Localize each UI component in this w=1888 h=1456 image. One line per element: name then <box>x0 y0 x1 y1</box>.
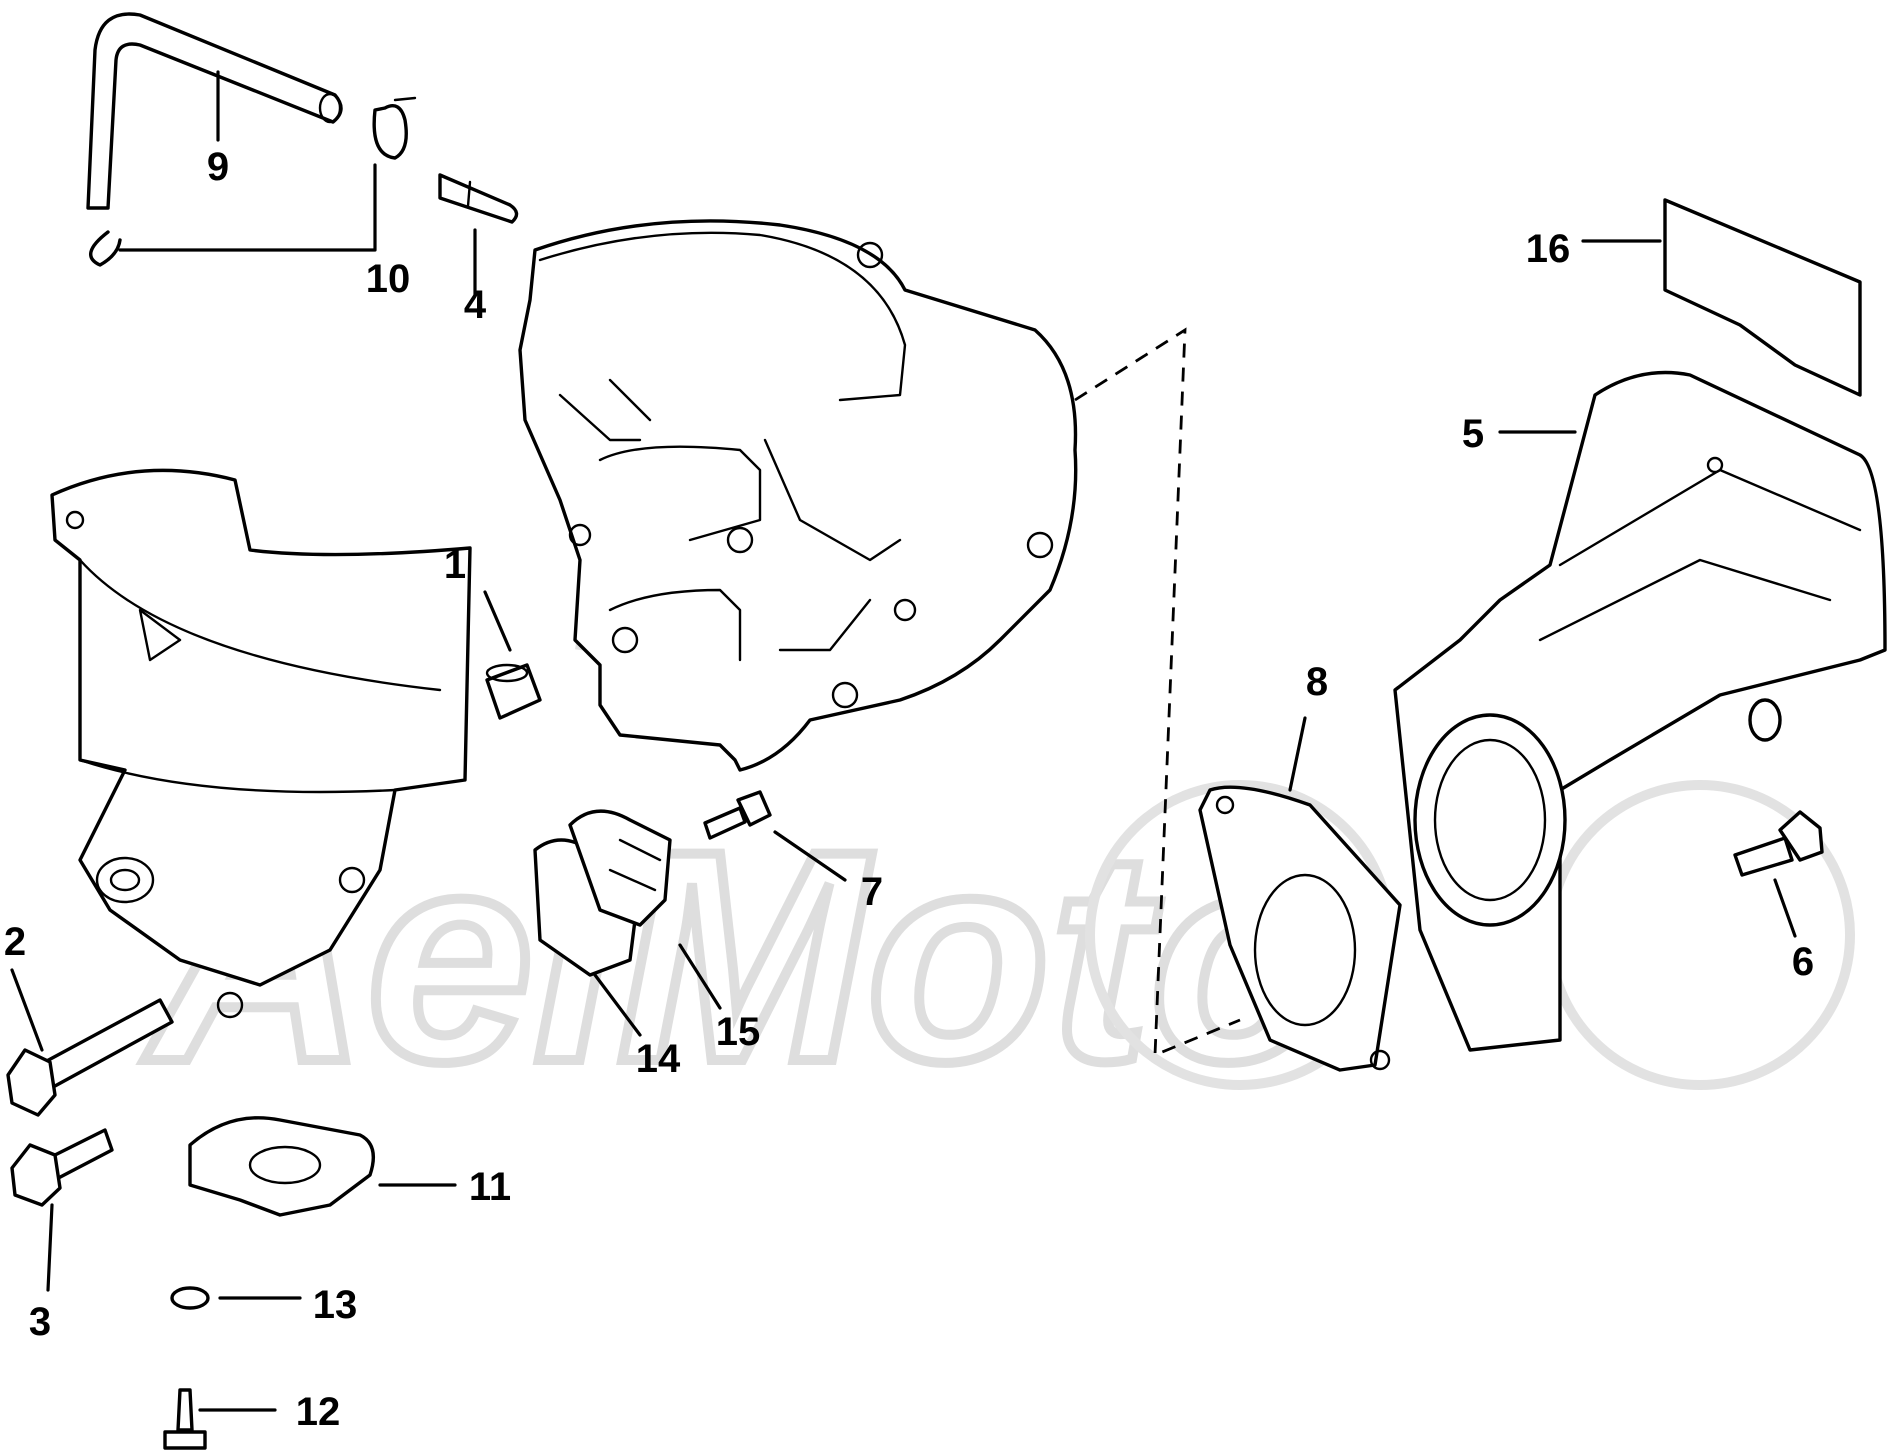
part-crankcase <box>518 219 1078 772</box>
part-gasket-plate <box>188 1116 375 1217</box>
leader-lines <box>10 70 1797 1412</box>
part-exhaust-housing <box>1393 370 1887 1052</box>
callout-12: 12 <box>296 1390 341 1434</box>
callout-7: 7 <box>861 870 883 914</box>
part-washer <box>170 1286 210 1310</box>
callout-14: 14 <box>636 1037 681 1081</box>
callout-9: 9 <box>207 145 229 189</box>
part-small-screw <box>703 790 772 840</box>
part-screw <box>163 1388 207 1450</box>
callout-labels: 1 2 3 4 5 6 7 8 9 10 11 12 13 14 15 16 <box>4 145 1814 1434</box>
alignment-dashed-line <box>1074 327 1241 1058</box>
part-reed-valve <box>533 809 672 977</box>
callout-2: 2 <box>4 920 26 964</box>
callout-8: 8 <box>1306 660 1328 704</box>
callout-5: 5 <box>1462 412 1484 456</box>
callout-16: 16 <box>1526 227 1571 271</box>
part-exhaust-gasket <box>1198 785 1402 1072</box>
part-carburetor-shroud <box>50 468 472 1019</box>
part-short-bolt <box>10 1128 114 1207</box>
part-bolt-right <box>1733 810 1824 877</box>
callout-4: 4 <box>464 283 487 327</box>
part-clips <box>89 96 417 267</box>
callout-6: 6 <box>1792 940 1814 984</box>
callout-11: 11 <box>469 1165 511 1209</box>
callout-13: 13 <box>313 1283 358 1327</box>
part-long-bolt <box>6 998 174 1117</box>
callout-10: 10 <box>366 257 411 301</box>
callout-1: 1 <box>444 543 466 587</box>
callout-3: 3 <box>29 1300 51 1344</box>
part-pin <box>438 173 519 224</box>
callout-15: 15 <box>716 1010 761 1054</box>
part-reed-block <box>1663 198 1862 397</box>
part-hose <box>86 12 343 210</box>
part-bushing <box>485 663 542 720</box>
